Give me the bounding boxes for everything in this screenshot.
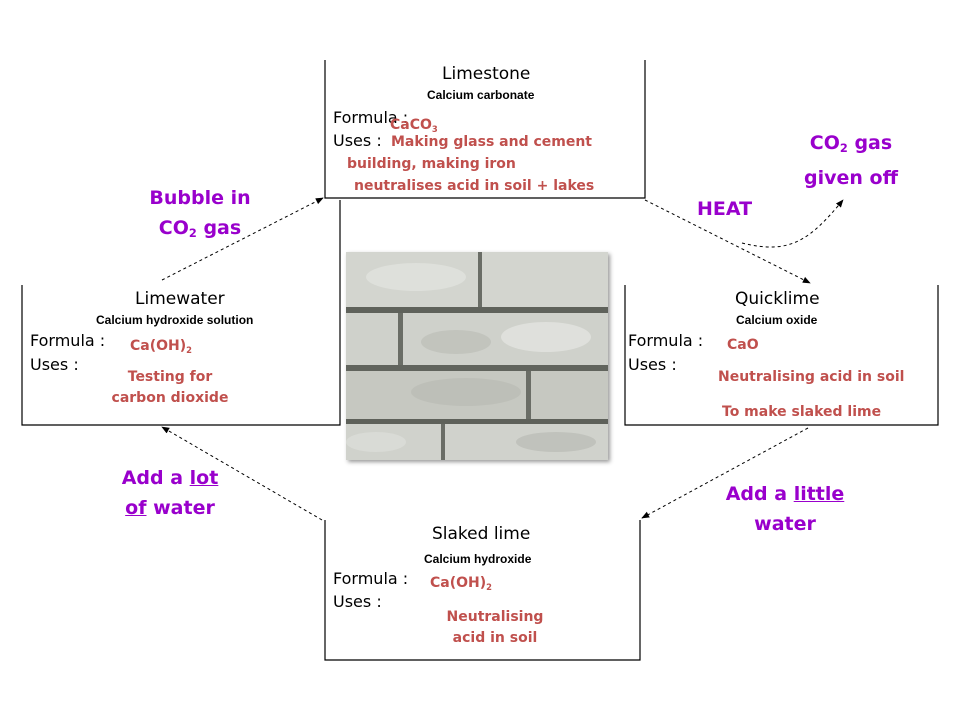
step-co2-line2: given off xyxy=(804,167,898,189)
limestone-formula-sub: 3 xyxy=(431,124,438,134)
limewater-use-1: Testing for xyxy=(127,369,213,385)
step-co2-co: CO xyxy=(809,132,840,154)
slaked-lime-formula: Ca(OH)2 xyxy=(430,575,492,592)
limestone-formula-label: Formula : xyxy=(333,108,409,127)
limewater-formula-sub: 2 xyxy=(186,345,192,355)
limestone-use-3: neutralises acid in soil + lakes xyxy=(354,178,595,194)
limestone-photo xyxy=(346,252,608,460)
slaked-lime-use-1: Neutralising xyxy=(446,609,544,625)
quicklime-formula: CaO xyxy=(727,337,759,353)
slaked-lime-use-2: acid in soil xyxy=(452,630,538,646)
limestone-photo-image xyxy=(346,252,608,460)
limestone-uses-label: Uses : xyxy=(333,131,382,150)
step-co2-given-off: CO2 gas given off xyxy=(776,128,926,193)
arrow-heat xyxy=(644,199,811,284)
slaked-lime-subtitle: Calcium hydroxide xyxy=(424,552,532,566)
step-bubble-co2: Bubble in CO2 gas xyxy=(130,183,270,248)
step-add-little-prefix: Add a xyxy=(725,483,794,505)
quicklime-use-1: Neutralising acid in soil xyxy=(718,369,905,385)
slaked-lime-formula-main: Ca(OH) xyxy=(430,575,487,591)
slaked-lime-title: Slaked lime xyxy=(432,524,531,544)
step-add-lot-suffix: water xyxy=(146,497,215,519)
step-add-little-line1: Add a little xyxy=(700,479,870,509)
limewater-title: Limewater xyxy=(135,289,225,309)
limestone-use-2: building, making iron xyxy=(347,156,516,172)
limewater-uses-label: Uses : xyxy=(30,355,79,374)
slaked-lime-formula-label: Formula : xyxy=(333,569,409,588)
slaked-lime-uses: Neutralising acid in soil xyxy=(425,607,565,649)
step-co2-tail: gas xyxy=(847,132,893,154)
step-add-lot-word2: of xyxy=(125,497,147,519)
limewater-box-outline xyxy=(21,200,341,426)
step-add-lot-water: Add a lot of water xyxy=(95,463,245,523)
quicklime-subtitle: Calcium oxide xyxy=(736,313,818,327)
step-bubble-tail: gas xyxy=(196,217,242,239)
step-bubble-sub: 2 xyxy=(188,226,197,240)
limestone-subtitle: Calcium carbonate xyxy=(427,88,535,102)
slaked-lime-box-outline xyxy=(324,520,641,661)
arrow-co2-given-off xyxy=(741,199,844,248)
limewater-subtitle: Calcium hydroxide solution xyxy=(96,313,254,327)
limewater-formula-main: Ca(OH) xyxy=(130,338,187,354)
limestone-formula-main: CaCO xyxy=(390,117,432,133)
step-add-little-line2: water xyxy=(754,513,816,535)
step-add-little-word: little xyxy=(793,483,845,505)
limestone-use-1: Making glass and cement xyxy=(391,134,593,150)
quicklime-formula-label: Formula : xyxy=(628,331,704,350)
limewater-uses: Testing for carbon dioxide xyxy=(100,367,240,409)
quicklime-use-2: To make slaked lime xyxy=(722,404,882,420)
step-bubble-line2: CO2 gas xyxy=(130,213,270,248)
step-co2-sub: 2 xyxy=(839,141,848,155)
step-add-lot-line1: Add a lot xyxy=(95,463,245,493)
limewater-formula: Ca(OH)2 xyxy=(130,338,192,355)
step-heat: HEAT xyxy=(697,198,753,220)
arrow-add-lot-water xyxy=(161,426,323,521)
step-add-lot-prefix: Add a xyxy=(121,467,190,489)
slaked-lime-uses-label: Uses : xyxy=(333,592,382,611)
quicklime-title: Quicklime xyxy=(735,289,820,309)
step-add-lot-line2: of water xyxy=(95,493,245,523)
limewater-use-2: carbon dioxide xyxy=(111,390,229,406)
step-co2-line1: CO2 gas xyxy=(776,128,926,163)
arrow-add-little-water xyxy=(641,427,809,519)
step-add-little-water: Add a little water xyxy=(700,479,870,539)
step-bubble-line1: Bubble in xyxy=(149,187,251,209)
quicklime-uses-label: Uses : xyxy=(628,355,677,374)
quicklime-box-outline xyxy=(624,285,939,426)
slaked-lime-formula-sub: 2 xyxy=(486,582,492,592)
limestone-title: Limestone xyxy=(442,64,531,84)
arrow-bubble-co2 xyxy=(161,197,324,281)
limewater-formula-label: Formula : xyxy=(30,331,106,350)
step-add-lot-word1: lot xyxy=(189,467,219,489)
limestone-formula: CaCO3 xyxy=(390,117,438,134)
step-bubble-co: CO xyxy=(158,217,189,239)
limestone-box-outline xyxy=(324,60,646,199)
